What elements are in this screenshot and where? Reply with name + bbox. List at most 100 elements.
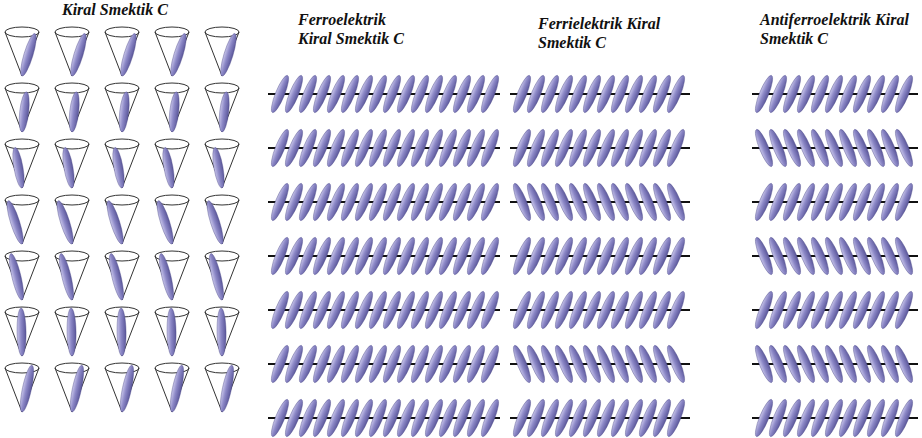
- smectic-layer: [510, 344, 690, 384]
- cone-unit: [205, 27, 239, 77]
- molecule: [18, 364, 37, 413]
- molecule: [10, 147, 26, 189]
- cone-rim: [55, 83, 89, 93]
- molecule: [168, 32, 190, 77]
- molecule: [160, 147, 176, 189]
- molecule: [892, 398, 915, 438]
- smectic-layer: [268, 128, 502, 168]
- molecule: [207, 253, 227, 302]
- molecule: [60, 147, 76, 189]
- molecule: [664, 290, 687, 330]
- molecule: [54, 199, 76, 245]
- cone-outline: [105, 144, 139, 188]
- cone-unit: [155, 27, 189, 77]
- cone-outline: [5, 88, 39, 132]
- molecule: [892, 236, 915, 276]
- molecule: [168, 91, 181, 132]
- cone-rim: [55, 363, 89, 373]
- molecule: [478, 344, 501, 384]
- cone-unit: [54, 195, 89, 245]
- molecule: [157, 253, 177, 302]
- panel-title: Ferroelektrik Kiral Smektik C: [298, 10, 418, 48]
- cone-outline: [55, 88, 89, 132]
- smectic-layer: [752, 236, 918, 276]
- molecule: [204, 199, 226, 245]
- panel-title: Antiferroelektrik Kiral Smektik C: [760, 10, 910, 48]
- molecule: [664, 74, 687, 114]
- cone-unit: [155, 251, 189, 301]
- molecule: [118, 364, 137, 413]
- cone-unit: [4, 195, 39, 245]
- cone-unit: [204, 195, 239, 245]
- smectic-layer: [510, 398, 690, 438]
- cone-unit: [155, 307, 189, 356]
- molecule: [17, 308, 27, 356]
- molecule: [154, 199, 176, 245]
- smectic-layer: [510, 74, 690, 114]
- cone-unit: [155, 83, 189, 132]
- cone-unit: [5, 83, 39, 132]
- cone-rim: [205, 139, 239, 149]
- cone-unit: [105, 27, 139, 77]
- cone-outline: [205, 144, 239, 188]
- smectic-layer: [752, 398, 918, 438]
- molecule: [217, 308, 227, 356]
- molecule: [68, 91, 81, 132]
- cone-outline: [155, 144, 189, 188]
- molecule: [168, 364, 187, 413]
- molecule: [7, 253, 27, 302]
- cone-unit: [155, 363, 189, 413]
- cone-unit: [5, 307, 39, 356]
- smectic-layer: [752, 290, 918, 330]
- cone-unit: [55, 27, 89, 77]
- molecule: [68, 32, 90, 77]
- cone-unit: [105, 251, 139, 301]
- cone-unit: [55, 139, 89, 189]
- cone-outline: [205, 88, 239, 132]
- cone-rim: [55, 139, 89, 149]
- molecule: [892, 290, 915, 330]
- smectic-layer: [752, 128, 918, 168]
- smectic-layer: [510, 290, 690, 330]
- cone-rim: [105, 363, 139, 373]
- smectic-layer: [268, 290, 502, 330]
- panel-title: Kiral Smektik C: [62, 0, 252, 19]
- molecule: [664, 236, 687, 276]
- molecule: [67, 308, 77, 356]
- molecule: [210, 147, 226, 189]
- panel-title: Ferrielektrik Kiral Smektik C: [538, 14, 688, 52]
- cone-rim: [5, 83, 39, 93]
- molecule: [892, 182, 915, 222]
- molecule: [892, 74, 915, 114]
- smectic-layer: [510, 236, 690, 276]
- molecule: [478, 398, 501, 438]
- smectic-layer: [752, 182, 918, 222]
- cone-unit: [55, 251, 89, 301]
- cone-unit: [5, 251, 39, 301]
- cone-rim: [205, 363, 239, 373]
- molecule: [218, 32, 240, 77]
- cone-rim: [155, 139, 189, 149]
- cone-unit: [205, 83, 239, 132]
- molecule: [892, 128, 915, 168]
- molecule: [107, 253, 127, 302]
- cone-rim: [155, 83, 189, 93]
- smectic-layer: [510, 128, 690, 168]
- molecule: [664, 398, 687, 438]
- molecule: [664, 128, 687, 168]
- smectic-layer: [752, 74, 918, 114]
- cone-outline: [105, 88, 139, 132]
- molecule: [4, 199, 26, 245]
- molecule: [218, 364, 237, 413]
- smectic-layer: [510, 182, 690, 222]
- molecule: [104, 199, 126, 245]
- cone-unit: [205, 363, 239, 413]
- cone-unit: [205, 251, 239, 301]
- cone-unit: [155, 139, 189, 189]
- cone-unit: [205, 139, 239, 189]
- cone-unit: [105, 83, 139, 132]
- cone-rim: [155, 363, 189, 373]
- smectic-layer: [268, 344, 502, 384]
- cone-unit: [105, 139, 139, 189]
